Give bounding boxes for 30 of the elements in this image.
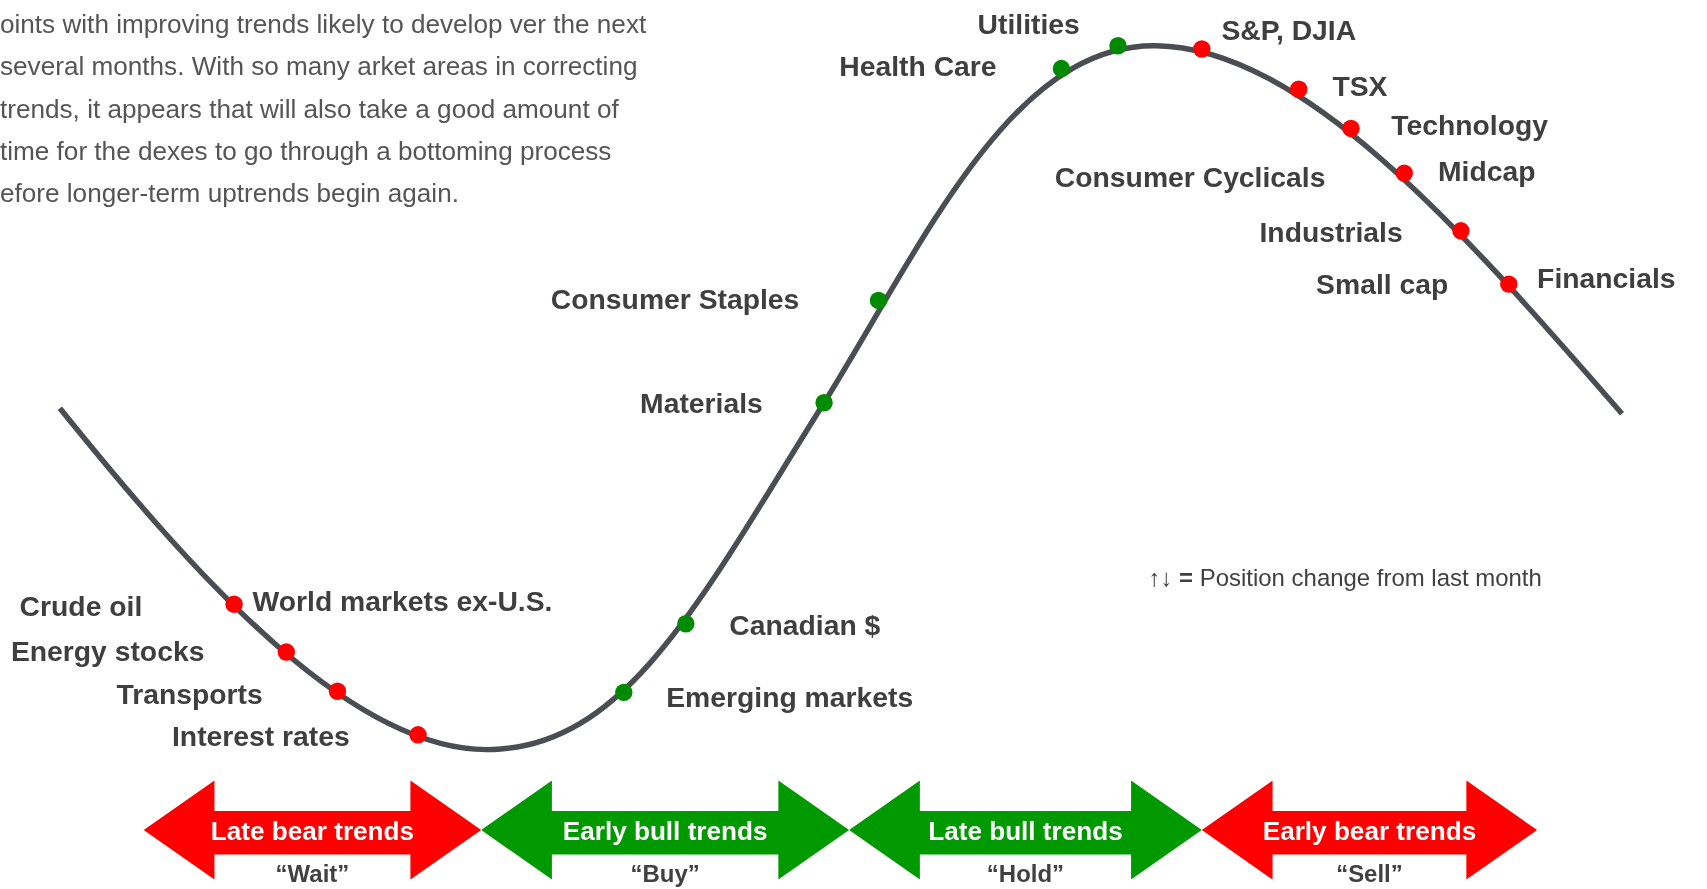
action-label: “Sell” [1335,861,1404,888]
sector-label: S&P, DJIA [1221,13,1357,48]
legend-note: ↑↓ = Position change from last month [1148,562,1542,594]
sector-label: Consumer Cyclicals [1054,160,1326,195]
sector-label: Financials [1537,261,1676,297]
sector-label: Consumer Staples [550,282,800,317]
sector-label: Interest rates [172,718,350,754]
phase-label: Late bear trends [209,816,416,847]
sector-label: Midcap [1438,153,1536,189]
sector-label: World markets ex-U.S. [252,583,553,619]
action-label: “Buy” [629,861,701,888]
action-label: “Hold” [985,861,1066,888]
phase-banner [481,780,850,887]
description-paragraph: oints with improving trends likely to develop ver the next several months. With so many arket areas in correcting trends, it appears that will also take a good amount of time for the dexes to go through a bottoming process efore longer-term uptrends begin again. [0,7,648,210]
phase-label: Late bull trends [927,816,1124,847]
sector-label: Energy stocks [10,633,205,669]
sector-label: Technology [1391,107,1548,143]
action-label: “Wait” [274,861,351,888]
sector-label: Emerging markets [666,679,914,715]
phase-label: Early bull trends [561,816,769,847]
sector-label: Small cap [1316,266,1449,302]
sector-label: Utilities [977,6,1080,42]
sector-label: Materials [640,385,763,421]
sector-label: Health Care [839,49,997,84]
sector-label: Crude oil [19,589,143,624]
sector-label: Transports [116,677,263,712]
phase-label: Early bear trends [1261,816,1478,847]
sector-label: Industrials [1259,214,1403,250]
sector-label: Canadian $ [729,607,881,643]
sector-label: TSX [1332,68,1388,104]
